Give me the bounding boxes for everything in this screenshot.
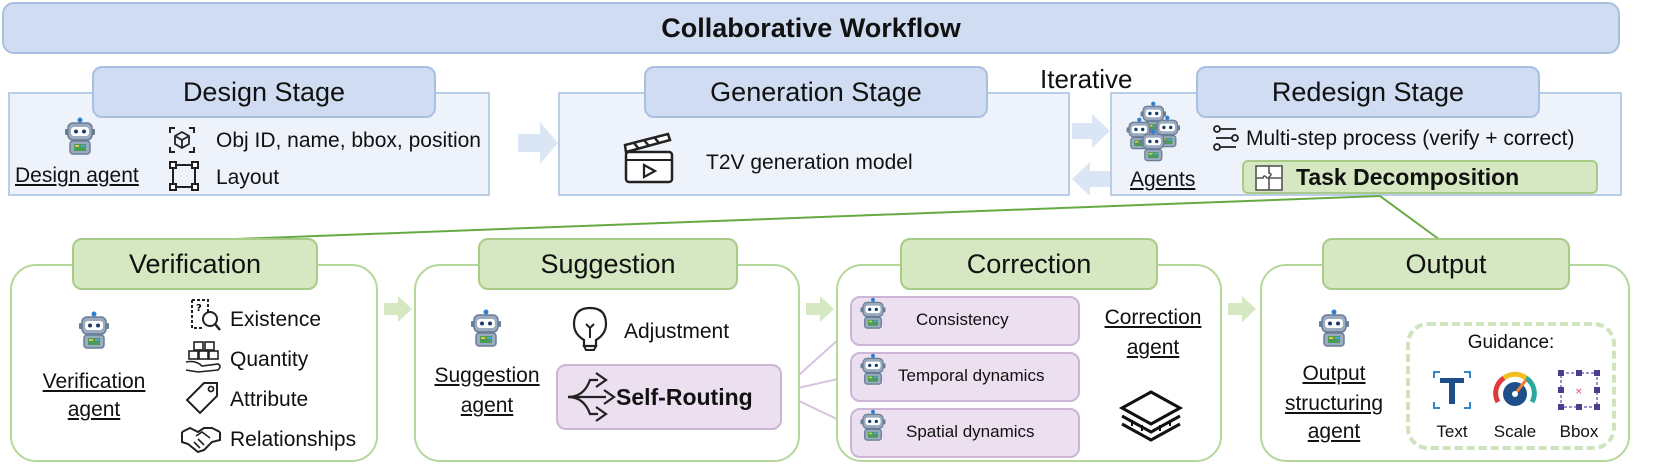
design-to-generation-arrow bbox=[518, 122, 558, 164]
spatial-robot-icon bbox=[859, 408, 887, 441]
temporal-robot-icon bbox=[859, 352, 887, 385]
suggestion-to-correction-arrow bbox=[806, 296, 834, 322]
redesign-agents-label: Agents bbox=[1130, 168, 1196, 191]
design-agent-label: Design agent bbox=[15, 164, 139, 187]
puzzle-icon bbox=[1255, 165, 1283, 191]
verification-robot-icon bbox=[78, 310, 110, 349]
correction-item-spatial: Spatial dynamics bbox=[906, 422, 1035, 441]
redesign-stage-title: Redesign Stage bbox=[1271, 76, 1465, 107]
attribute-tag-icon bbox=[185, 382, 218, 415]
object-cube-icon bbox=[169, 127, 195, 153]
svg-text:×: × bbox=[1575, 387, 1583, 397]
task-decomposition-label: Task Decomposition bbox=[1296, 164, 1520, 190]
verification-agent-label-2: agent bbox=[67, 398, 121, 421]
consistency-robot-icon bbox=[859, 296, 887, 329]
suggestion-title: Suggestion bbox=[540, 248, 676, 279]
iterative-label: Iterative bbox=[1040, 64, 1133, 94]
generation-model-label: T2V generation model bbox=[706, 151, 913, 174]
relationships-handshake-icon bbox=[181, 426, 221, 454]
scale-gauge-icon bbox=[1493, 371, 1537, 406]
guidance-text-label: Text bbox=[1436, 422, 1468, 441]
correction-item-temporal: Temporal dynamics bbox=[898, 366, 1045, 385]
output-agent-label-3: agent bbox=[1307, 420, 1361, 443]
generation-stage-tab: Generation Stage bbox=[644, 66, 988, 118]
correction-consistency-box[interactable] bbox=[850, 296, 1080, 346]
correction-item-consistency: Consistency bbox=[916, 310, 1009, 329]
output-panel bbox=[1260, 264, 1630, 462]
verification-item-relationships: Relationships bbox=[230, 428, 357, 451]
output-robot-icon bbox=[1318, 308, 1350, 347]
guidance-title: Guidance: bbox=[1467, 332, 1555, 353]
verification-agent-label-1: Verification bbox=[42, 370, 146, 393]
redesign-stage-tab: Redesign Stage bbox=[1196, 66, 1540, 118]
multi-step-icon bbox=[1213, 125, 1239, 151]
generation-stage-title: Generation Stage bbox=[710, 76, 922, 107]
suggestion-agent-label-1: Suggestion bbox=[434, 364, 540, 387]
design-stage-title: Design Stage bbox=[182, 76, 346, 107]
svg-text:?: ? bbox=[196, 303, 202, 314]
guidance-scale-label: Scale bbox=[1493, 422, 1537, 441]
correction-agent-label-2: agent bbox=[1126, 336, 1180, 359]
routing-arrows-icon bbox=[567, 372, 616, 422]
design-item-layout: Layout bbox=[216, 166, 280, 189]
guidance-bbox-label: Bbox bbox=[1559, 422, 1599, 441]
suggestion-adjustment-label: Adjustment bbox=[624, 320, 730, 343]
workflow-banner: Collaborative Workflow bbox=[2, 2, 1620, 54]
verification-item-quantity: Quantity bbox=[230, 348, 309, 371]
correction-title: Correction bbox=[966, 248, 1092, 279]
self-routing-label: Self-Routing bbox=[616, 384, 753, 410]
verification-item-attribute: Attribute bbox=[230, 388, 309, 411]
bbox-icon: × bbox=[1558, 370, 1600, 410]
correction-tab: Correction bbox=[900, 238, 1158, 290]
iterative-back-arrow bbox=[1072, 162, 1110, 196]
existence-search-icon: ? bbox=[191, 299, 221, 331]
verification-title: Verification bbox=[128, 248, 262, 279]
design-item-objects: Obj ID, name, bbox, position bbox=[216, 129, 481, 152]
verification-tab: Verification bbox=[72, 238, 318, 290]
redesign-process-label: Multi-step process (verify + correct) bbox=[1246, 127, 1575, 150]
suggestion-robot-icon bbox=[470, 308, 502, 347]
verification-item-existence: Existence bbox=[230, 308, 322, 331]
suggestion-panel bbox=[414, 264, 800, 462]
workflow-title: Collaborative Workflow bbox=[661, 12, 961, 43]
text-t-icon bbox=[1433, 371, 1471, 409]
layers-icon bbox=[1118, 390, 1184, 442]
task-decomposition-box[interactable] bbox=[1242, 160, 1598, 194]
verification-to-suggestion-arrow bbox=[384, 296, 412, 322]
self-routing-box[interactable] bbox=[556, 364, 782, 430]
layout-icon bbox=[169, 161, 199, 191]
output-title: Output bbox=[1405, 248, 1487, 279]
design-stage-tab: Design Stage bbox=[92, 66, 436, 118]
correction-temporal-box[interactable] bbox=[850, 352, 1080, 402]
output-agent-label-1: Output bbox=[1302, 362, 1366, 385]
suggestion-tab: Suggestion bbox=[478, 238, 738, 290]
guidance-box bbox=[1406, 322, 1616, 450]
correction-agent-label-1: Correction bbox=[1104, 306, 1202, 329]
output-agent-label-2: structuring bbox=[1284, 392, 1384, 415]
correction-spatial-box[interactable] bbox=[850, 408, 1080, 458]
lightbulb-icon bbox=[572, 306, 608, 351]
output-tab: Output bbox=[1322, 238, 1570, 290]
clapperboard-icon bbox=[623, 132, 674, 184]
quantity-boxes-icon bbox=[185, 341, 221, 373]
iterative-forward-arrow bbox=[1072, 114, 1110, 148]
correction-to-output-arrow bbox=[1228, 296, 1256, 322]
suggestion-agent-label-2: agent bbox=[460, 394, 514, 417]
